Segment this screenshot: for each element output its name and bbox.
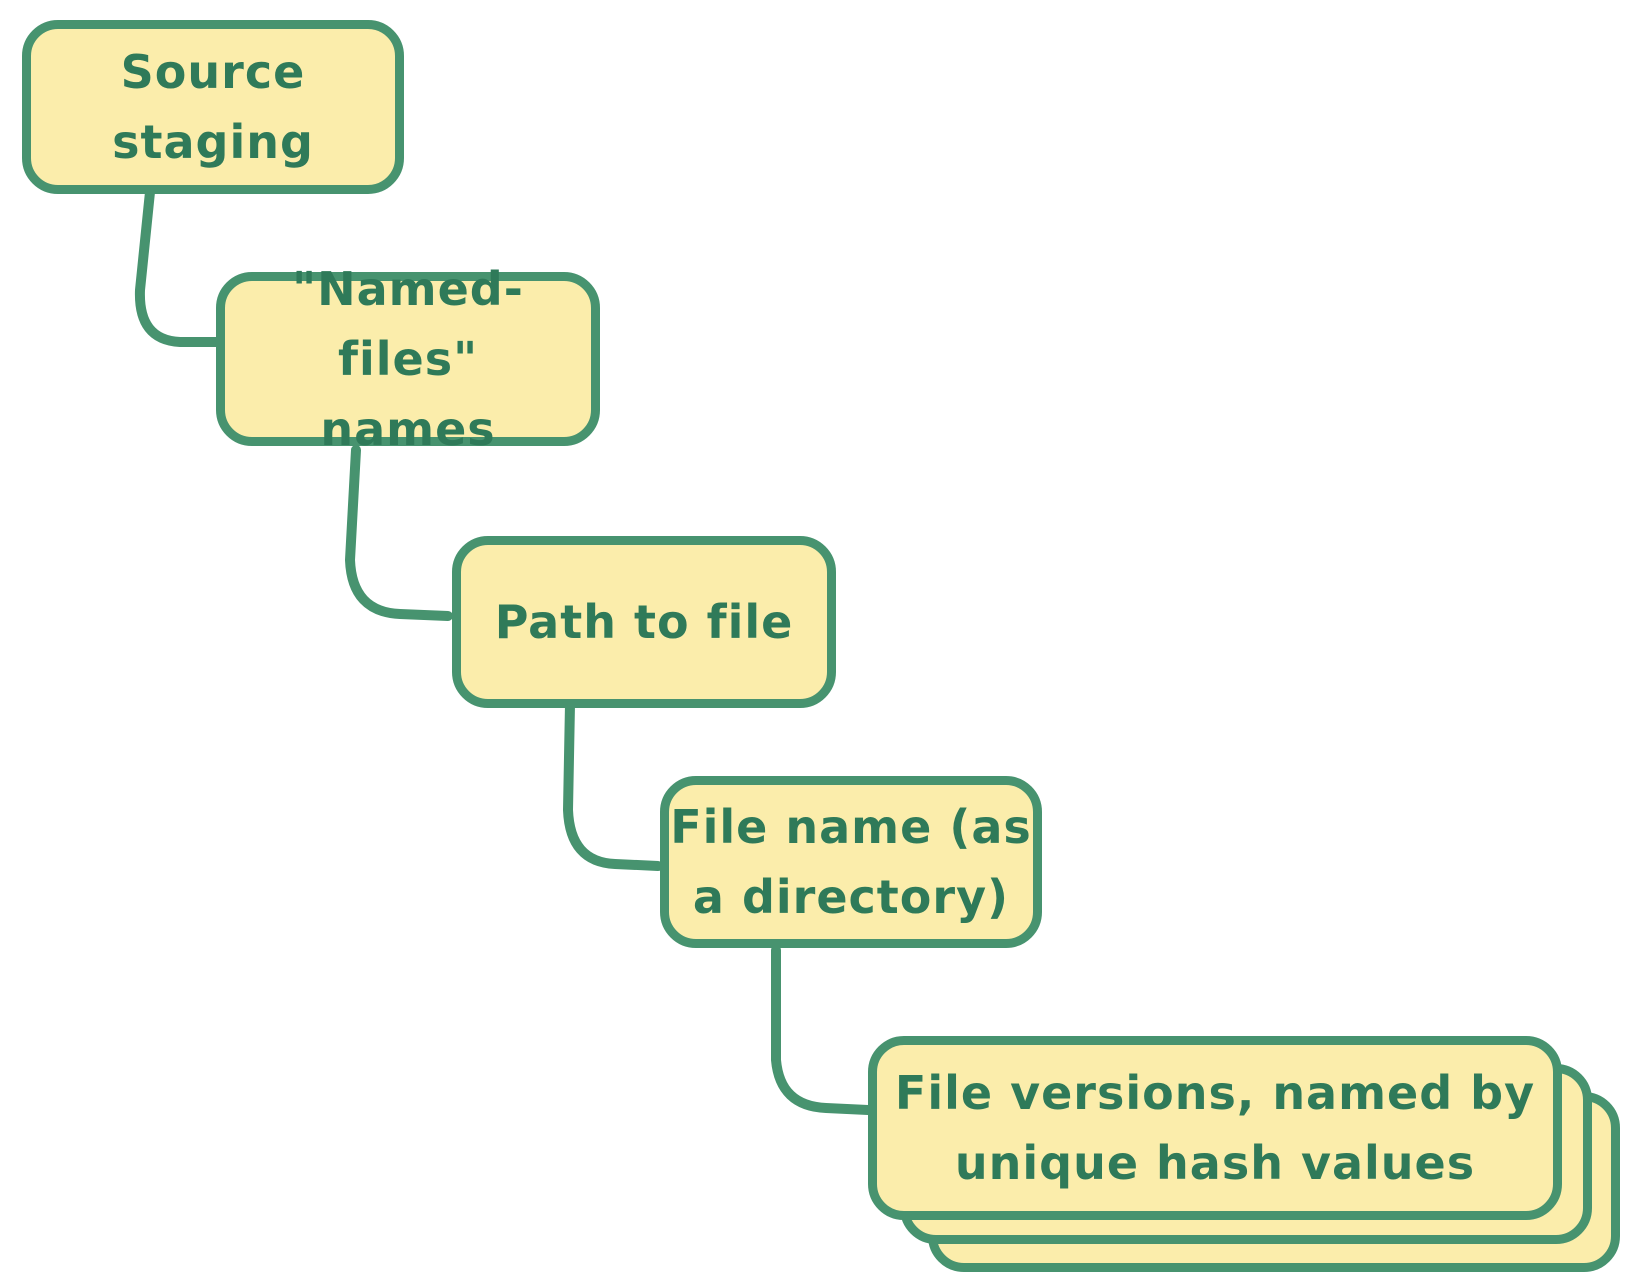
- node-label: File name (as a directory): [670, 800, 1032, 924]
- edge-named-to-path: [345, 445, 453, 621]
- node-label: File versions, named by unique hash valu…: [894, 1066, 1536, 1190]
- node-file-versions: File versions, named by unique hash valu…: [868, 1036, 1562, 1220]
- edge-filename-to-versions: [771, 945, 873, 1115]
- edge-source-to-named: [134, 187, 225, 347]
- node-source-staging: Source staging: [22, 20, 404, 194]
- node-label: Source staging: [112, 45, 314, 169]
- node-label: "Named-files" names: [292, 262, 524, 456]
- node-path-to-file: Path to file: [452, 536, 836, 708]
- node-named-files-names: "Named-files" names: [216, 262, 600, 456]
- node-file-name-directory: File name (as a directory): [660, 776, 1042, 948]
- edge-path-to-filename: [563, 699, 663, 871]
- node-label: Path to file: [494, 595, 794, 649]
